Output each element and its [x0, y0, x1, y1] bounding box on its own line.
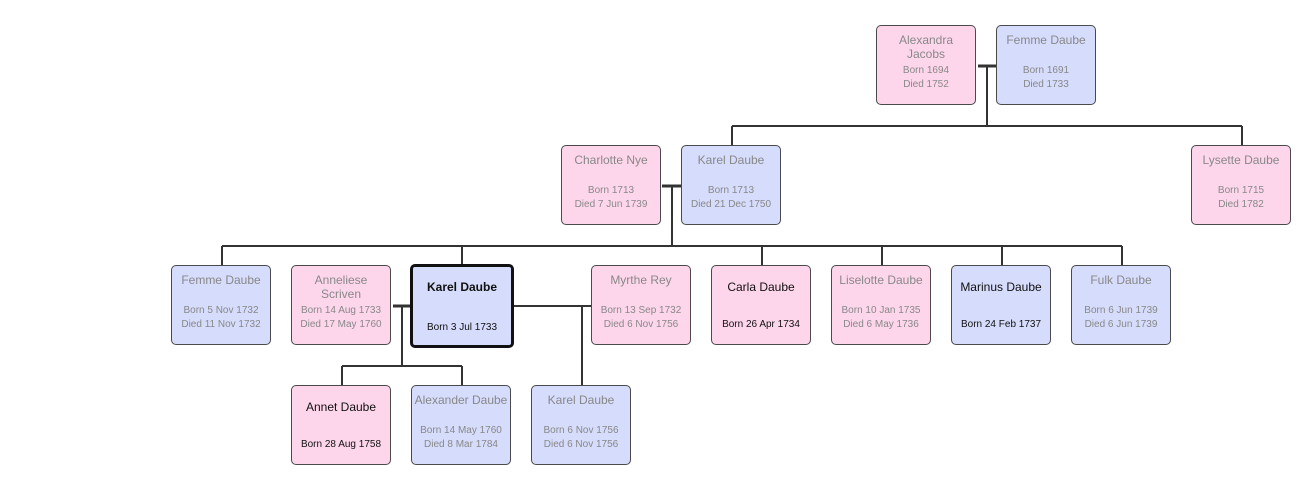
birth-date: Born 1713	[707, 185, 755, 196]
person-card-anneliese-scriven[interactable]: Anneliese Scriven Born 14 Aug 1733 Died …	[291, 265, 391, 345]
person-name: Karel Daube	[697, 153, 765, 167]
death-date: Died 6 Jun 1739	[1084, 319, 1158, 330]
person-card-fulk-daube[interactable]: Fulk Daube Born 6 Jun 1739 Died 6 Jun 17…	[1071, 265, 1171, 345]
person-name: Liselotte Daube	[839, 273, 923, 287]
death-date: Died 8 Mar 1784	[424, 439, 498, 450]
birth-date: Born 1691	[1022, 65, 1070, 76]
person-dates: Born 28 Aug 1758	[292, 438, 390, 452]
birth-date: Born 6 Nov 1756	[543, 425, 619, 436]
person-card-femme-daube-jr[interactable]: Femme Daube Born 5 Nov 1732 Died 11 Nov …	[171, 265, 271, 345]
person-dates: Born 1713 Died 7 Jun 1739	[562, 184, 660, 212]
birth-date: Born 13 Sep 1732	[600, 305, 682, 316]
birth-date: Born 28 Aug 1758	[300, 439, 382, 450]
person-dates: Born 1715 Died 1782	[1192, 184, 1290, 212]
person-card-carla-daube[interactable]: Carla Daube Born 26 Apr 1734	[711, 265, 811, 345]
person-card-marinus-daube[interactable]: Marinus Daube Born 24 Feb 1737	[951, 265, 1051, 345]
person-dates: Born 6 Jun 1739 Died 6 Jun 1739	[1072, 304, 1170, 332]
person-dates: Born 26 Apr 1734	[712, 318, 810, 332]
person-card-karel-daube-jr[interactable]: Karel Daube Born 6 Nov 1756 Died 6 Nov 1…	[531, 385, 631, 465]
birth-date: Born 1713	[587, 185, 635, 196]
person-name: Femme Daube	[1006, 33, 1086, 47]
death-date: Died 1782	[1218, 199, 1264, 210]
person-dates: Born 6 Nov 1756 Died 6 Nov 1756	[532, 424, 630, 452]
person-dates: Born 5 Nov 1732 Died 11 Nov 1732	[172, 304, 270, 332]
person-name: Marinus Daube	[960, 280, 1042, 294]
person-dates: Born 1713 Died 21 Dec 1750	[682, 184, 780, 212]
person-dates: Born 14 May 1760 Died 8 Mar 1784	[412, 424, 510, 452]
death-date: Died 6 Nov 1756	[603, 319, 679, 330]
death-date: Died 17 May 1760	[300, 319, 382, 330]
birth-date: Born 1694	[902, 65, 950, 76]
person-dates: Born 10 Jan 1735 Died 6 May 1736	[832, 304, 930, 332]
person-dates: Born 14 Aug 1733 Died 17 May 1760	[292, 304, 390, 332]
birth-date: Born 24 Feb 1737	[960, 319, 1042, 330]
person-name: Myrthe Rey	[610, 273, 672, 287]
person-name: Lysette Daube	[1202, 153, 1280, 167]
birth-date: Born 5 Nov 1732	[183, 305, 259, 316]
person-name: Alexandra Jacobs	[898, 33, 954, 61]
person-name: Anneliese Scriven	[314, 273, 368, 301]
person-dates: Born 24 Feb 1737	[952, 318, 1050, 332]
death-date: Died 6 Nov 1756	[543, 439, 619, 450]
death-date: Died 7 Jun 1739	[574, 199, 648, 210]
person-card-lysette-daube[interactable]: Lysette Daube Born 1715 Died 1782	[1191, 145, 1291, 225]
person-card-liselotte-daube[interactable]: Liselotte Daube Born 10 Jan 1735 Died 6 …	[831, 265, 931, 345]
person-name: Annet Daube	[305, 400, 377, 414]
person-card-myrthe-rey[interactable]: Myrthe Rey Born 13 Sep 1732 Died 6 Nov 1…	[591, 265, 691, 345]
person-dates: Born 13 Sep 1732 Died 6 Nov 1756	[592, 304, 690, 332]
person-card-alexander-daube[interactable]: Alexander Daube Born 14 May 1760 Died 8 …	[411, 385, 511, 465]
birth-date: Born 3 Jul 1733	[426, 322, 498, 333]
birth-date: Born 14 Aug 1733	[300, 305, 382, 316]
person-card-femme-daube-sr[interactable]: Femme Daube Born 1691 Died 1733	[996, 25, 1096, 105]
birth-date: Born 10 Jan 1735	[841, 305, 921, 316]
person-name: Karel Daube	[426, 280, 498, 294]
person-dates: Born 1691 Died 1733	[997, 64, 1095, 92]
person-name: Karel Daube	[547, 393, 615, 407]
death-date: Died 1752	[903, 79, 949, 90]
person-card-alexandra-jacobs[interactable]: Alexandra Jacobs Born 1694 Died 1752	[876, 25, 976, 105]
person-name: Alexander Daube	[414, 393, 508, 407]
person-card-annet-daube[interactable]: Annet Daube Born 28 Aug 1758	[291, 385, 391, 465]
death-date: Died 1733	[1023, 79, 1069, 90]
birth-date: Born 6 Jun 1739	[1084, 305, 1158, 316]
death-date: Died 6 May 1736	[843, 319, 919, 330]
person-dates: Born 1694 Died 1752	[877, 64, 975, 92]
person-card-charlotte-nye[interactable]: Charlotte Nye Born 1713 Died 7 Jun 1739	[561, 145, 661, 225]
birth-date: Born 14 May 1760	[420, 425, 502, 436]
birth-date: Born 26 Apr 1734	[722, 319, 800, 330]
birth-date: Born 1715	[1217, 185, 1265, 196]
person-name: Femme Daube	[181, 273, 261, 287]
person-name: Charlotte Nye	[574, 153, 648, 167]
death-date: Died 11 Nov 1732	[181, 319, 261, 330]
person-card-karel-daube-sr[interactable]: Karel Daube Born 1713 Died 21 Dec 1750	[681, 145, 781, 225]
person-card-karel-daube-selected[interactable]: Karel Daube Born 3 Jul 1733	[410, 264, 514, 348]
person-dates: Born 3 Jul 1733	[413, 321, 511, 335]
person-name: Fulk Daube	[1090, 273, 1152, 287]
person-name: Carla Daube	[727, 280, 795, 294]
death-date: Died 21 Dec 1750	[690, 199, 772, 210]
